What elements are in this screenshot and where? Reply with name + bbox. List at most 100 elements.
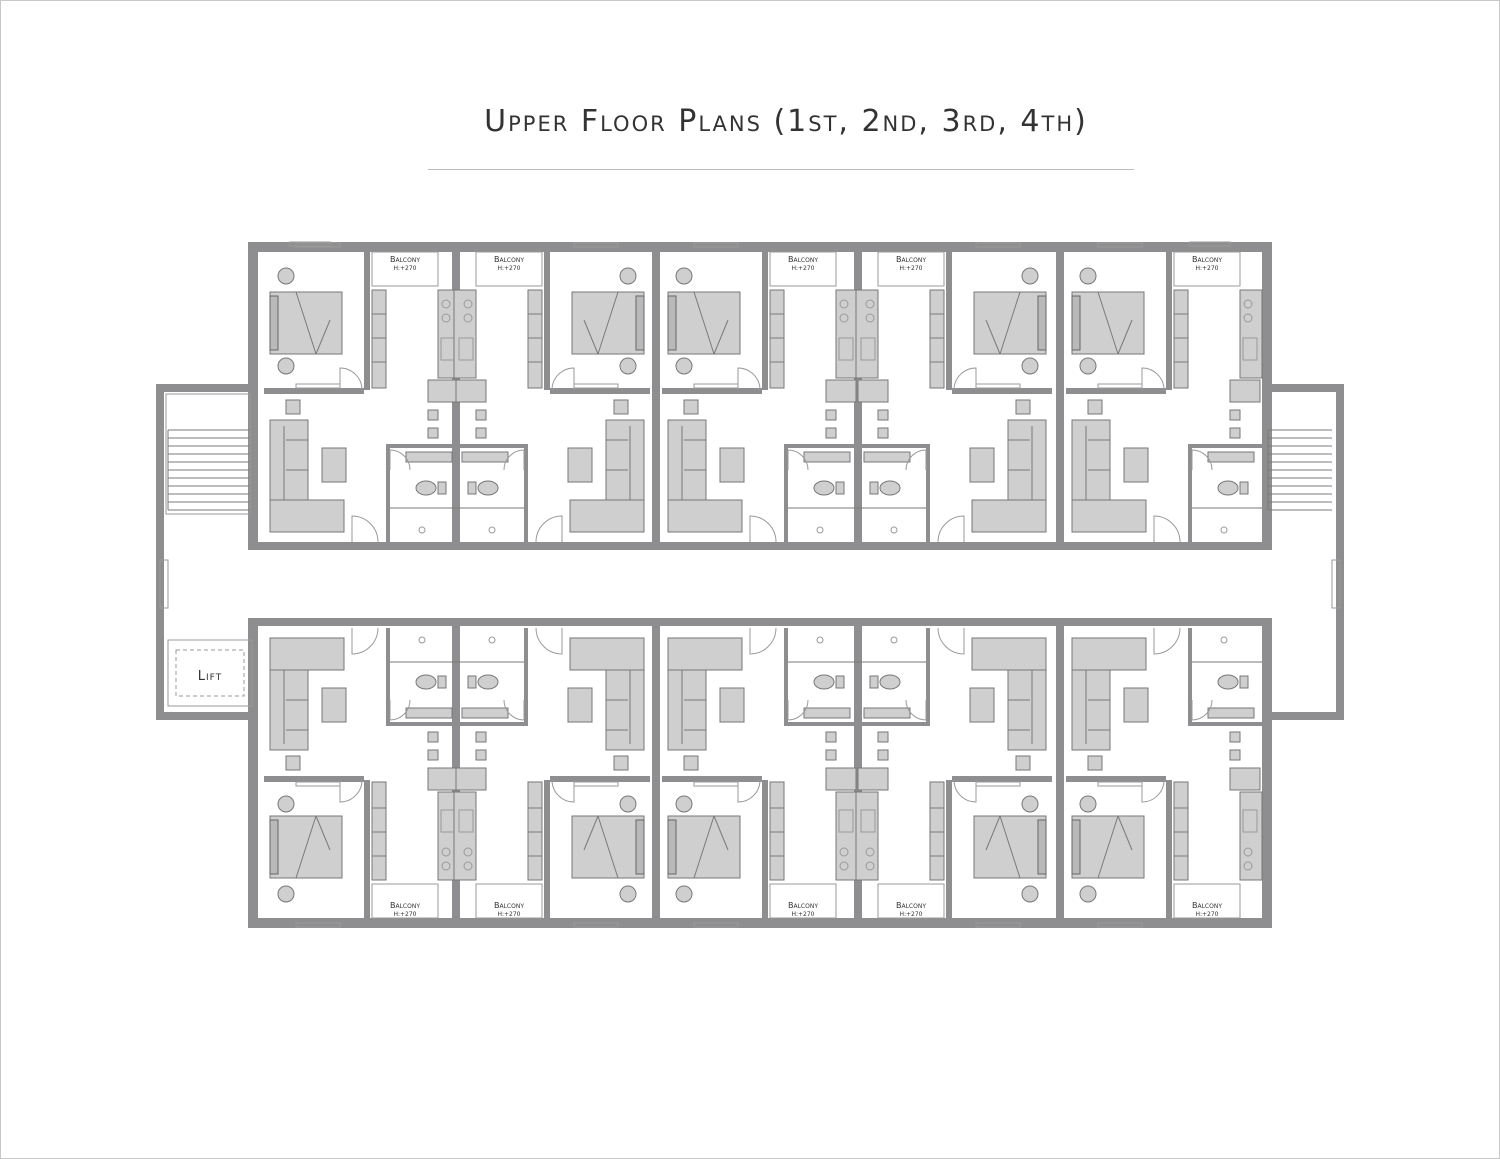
- bathroom-side-wall: [386, 628, 390, 726]
- shower-drain: [890, 636, 898, 644]
- bed-cover-fold: [693, 815, 715, 879]
- bedroom-partition: [946, 780, 952, 918]
- wardrobe: [1173, 781, 1189, 881]
- bathroom-door: [1191, 699, 1213, 721]
- bed-cover-fold: [583, 815, 599, 851]
- sofa-chaise: [971, 499, 1047, 533]
- sofa-chaise: [269, 637, 345, 671]
- south-west-wall: [248, 618, 258, 928]
- balcony-height: H:+270: [497, 911, 520, 918]
- nightstand-lamp: [619, 267, 637, 285]
- bathroom-door: [787, 449, 809, 471]
- armchair-stool: [613, 399, 629, 415]
- armchair-stool: [683, 399, 699, 415]
- sofa-chaise: [269, 499, 345, 533]
- bed-headboard: [269, 819, 279, 875]
- dining-chair: [825, 731, 837, 743]
- bedroom-window-inner: [1097, 383, 1143, 389]
- shower-drain: [488, 526, 496, 534]
- bathroom-top-wall: [784, 722, 862, 726]
- stove-burner: [839, 313, 849, 323]
- wardrobe: [769, 289, 785, 389]
- bedroom-door: [737, 367, 761, 391]
- shower-drain: [816, 636, 824, 644]
- shower-drain: [890, 526, 898, 534]
- entrance-door: [749, 515, 777, 543]
- stove-burner: [865, 299, 875, 309]
- sofa-chaise: [667, 499, 743, 533]
- bathroom-vanity: [461, 707, 509, 719]
- north-east-wall: [1262, 242, 1272, 550]
- stove-burner: [865, 313, 875, 323]
- bedroom-window: [693, 922, 739, 928]
- bathroom-top-wall: [450, 722, 528, 726]
- toilet: [477, 480, 499, 496]
- lift-car: [175, 649, 245, 697]
- balcony: [475, 883, 543, 919]
- sofa-chaise: [569, 499, 645, 533]
- kitchen-sink: [1242, 337, 1258, 361]
- south-exterior-wall: [248, 918, 1272, 928]
- unit-dividing-wall-north: [1056, 242, 1064, 550]
- dining-table: [455, 379, 487, 403]
- balcony-height: H:+270: [497, 265, 520, 272]
- dining-chair: [427, 731, 439, 743]
- balcony: [371, 883, 439, 919]
- entrance-door: [937, 627, 965, 655]
- kitchen-counter: [835, 791, 859, 881]
- north-west-wall: [248, 242, 258, 550]
- bathroom-door: [503, 699, 525, 721]
- bedroom-partition: [364, 252, 370, 390]
- bathroom-vanity: [1207, 707, 1255, 719]
- bedroom-window: [295, 242, 341, 248]
- nightstand-lamp: [675, 267, 693, 285]
- balcony: [475, 251, 543, 287]
- balcony-label: Balcony: [390, 255, 420, 264]
- bedroom-window-inner: [975, 781, 1021, 787]
- balcony-label: Balcony: [788, 901, 818, 910]
- dining-table: [427, 767, 459, 791]
- stove-burner: [1243, 313, 1253, 323]
- coffee-table: [1123, 687, 1149, 723]
- kitchen-counter: [855, 791, 879, 881]
- coffee-table: [969, 447, 995, 483]
- bathroom-side-wall: [1188, 444, 1192, 542]
- kitchen-sink: [860, 809, 876, 833]
- bedroom-door: [1141, 367, 1165, 391]
- lift: Lift: [167, 639, 253, 707]
- south-corridor-wall: [248, 618, 1272, 626]
- bedroom-bottom-wall: [1066, 388, 1166, 394]
- balcony: [371, 251, 439, 287]
- toilet: [879, 674, 901, 690]
- kitchen-sink: [1242, 809, 1258, 833]
- balcony-label: Balcony: [494, 255, 524, 264]
- bedroom-bottom-wall: [264, 776, 364, 782]
- stove-burner: [463, 299, 473, 309]
- nightstand-lamp: [675, 795, 693, 813]
- stove-burner: [441, 313, 451, 323]
- bedroom-partition: [544, 780, 550, 918]
- bed-headboard: [667, 819, 677, 875]
- stove-burner: [865, 861, 875, 871]
- bedroom-partition: [364, 780, 370, 918]
- lift-label: Lift: [198, 669, 222, 684]
- bathroom-top-wall: [386, 722, 464, 726]
- dining-chair: [825, 409, 837, 421]
- bed-headboard: [635, 819, 645, 875]
- stove-burner: [463, 847, 473, 857]
- bedroom-window-inner: [573, 383, 619, 389]
- stove-burner: [839, 847, 849, 857]
- wardrobe: [527, 289, 543, 389]
- dining-chair: [825, 427, 837, 439]
- sofa-chaise: [569, 637, 645, 671]
- balcony: [769, 251, 837, 287]
- unit-dividing-wall-south: [652, 618, 660, 928]
- bedroom-window-inner: [693, 781, 739, 787]
- dining-table: [427, 379, 459, 403]
- bed-cover-fold: [693, 291, 715, 355]
- bedroom-window: [693, 242, 739, 248]
